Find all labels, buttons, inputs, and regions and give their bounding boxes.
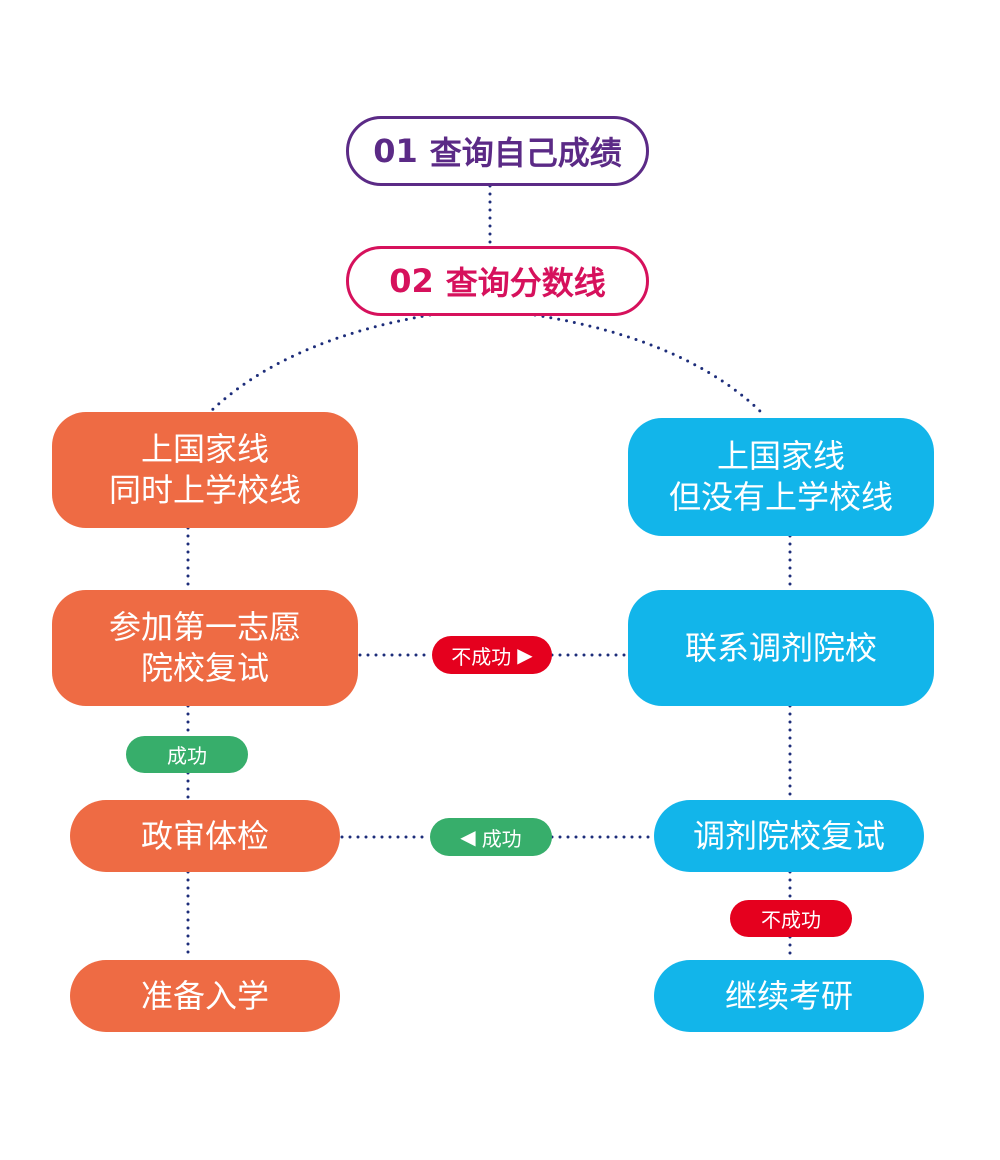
node-prepare-enrollment: 准备入学 <box>70 960 340 1032</box>
badge-label: 成功 <box>481 826 522 851</box>
arrow-right-icon: ▶ <box>517 643 533 667</box>
node-adjust-school-retest: 调剂院校复试 <box>654 800 924 872</box>
node-political-physical-exam: 政审体检 <box>70 800 340 872</box>
connector-arc-right <box>533 313 767 418</box>
badge-success-from-adjust: ◀ 成功 <box>430 818 552 856</box>
badge-success-left: 成功 <box>126 736 248 773</box>
arrow-left-icon: ◀ <box>460 825 476 849</box>
badge-label: 不成功 <box>761 908 821 932</box>
node-continue-exam: 继续考研 <box>654 960 924 1032</box>
badge-label: 不成功 <box>451 644 512 669</box>
connector-arc-left <box>208 313 432 414</box>
badge-fail-continue: 不成功 <box>730 900 852 937</box>
node-pass-national-not-school: 上国家线 但没有上学校线 <box>628 418 934 536</box>
step-label: 查询分数线 <box>445 264 606 302</box>
node-pass-national-and-school: 上国家线 同时上学校线 <box>52 412 358 528</box>
step-number: 02 <box>389 262 434 300</box>
step-number: 01 <box>373 132 418 170</box>
badge-fail-to-adjust: 不成功 ▶ <box>432 636 552 674</box>
badge-label: 成功 <box>167 744 207 768</box>
node-contact-adjust-school: 联系调剂院校 <box>628 590 934 706</box>
step-query-cutoff: 02 查询分数线 <box>346 246 649 316</box>
step-label: 查询自己成绩 <box>429 134 622 172</box>
node-first-choice-retest: 参加第一志愿 院校复试 <box>52 590 358 706</box>
step-query-score: 01 查询自己成绩 <box>346 116 649 186</box>
